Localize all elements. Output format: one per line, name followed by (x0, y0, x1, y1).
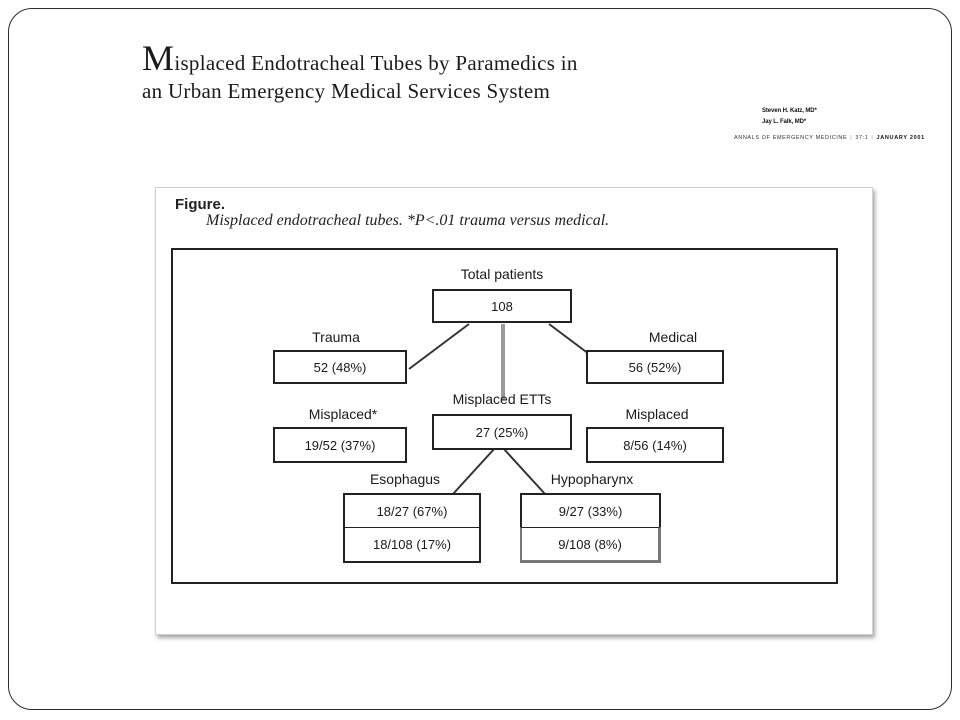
paper-title: Misplaced Endotracheal Tubes by Paramedi… (142, 40, 578, 105)
journal-name: ANNALS OF EMERGENCY MEDICINE (734, 135, 848, 141)
node-box-hypopharynx-total: 9/108 (8%) (520, 527, 661, 563)
node-label-trauma-misplaced: Misplaced* (308, 406, 378, 422)
connector-misplaced-esophagus (452, 447, 496, 495)
node-label-esophagus: Esophagus (369, 471, 441, 487)
node-box-total: 108 (432, 289, 572, 323)
figure-label: Figure. (175, 196, 226, 213)
figure-panel: Figure. Misplaced endotracheal tubes. *P… (155, 187, 873, 635)
node-label-medical: Medical (648, 329, 698, 345)
connector-misplaced-hypopharynx (502, 447, 546, 495)
node-label-total: Total patients (460, 266, 544, 282)
author-2: Jay L. Falk, MD* (762, 119, 807, 125)
title-line-1: isplaced Endotracheal Tubes by Paramedic… (174, 51, 578, 75)
connector-total-trauma (408, 323, 470, 370)
citation-separator: | (871, 135, 874, 141)
flowchart-connectors (408, 323, 610, 495)
node-box-trauma-misplaced: 19/52 (37%) (273, 427, 407, 463)
figure-caption: Misplaced endotracheal tubes. *P<.01 tra… (206, 212, 610, 229)
node-box-trauma: 52 (48%) (273, 350, 407, 384)
node-box-medical: 56 (52%) (586, 350, 724, 384)
node-box-medical-misplaced: 8/56 (14%) (586, 427, 724, 463)
journal-volume: 37:1 (855, 135, 869, 141)
node-label-medical-misplaced: Misplaced (625, 406, 689, 422)
title-initial: M (142, 38, 175, 78)
node-label-misplaced-etts: Misplaced ETTs (452, 391, 552, 407)
citation-separator: | (850, 135, 853, 141)
journal-citation: ANNALS OF EMERGENCY MEDICINE|37:1|JANUAR… (734, 135, 925, 141)
node-label-trauma: Trauma (312, 329, 360, 345)
node-box-esophagus-fraction: 18/27 (67%) (343, 493, 481, 528)
title-line-2: an Urban Emergency Medical Services Syst… (142, 79, 551, 103)
node-box-esophagus-total: 18/108 (17%) (343, 527, 481, 563)
flowchart-frame: Total patients 108 Trauma 52 (48%) Medic… (171, 248, 838, 584)
node-box-hypopharynx-fraction: 9/27 (33%) (520, 493, 661, 528)
journal-date: JANUARY 2001 (876, 135, 925, 141)
node-box-misplaced-etts: 27 (25%) (432, 414, 572, 450)
author-1: Steven H. Katz, MD* (762, 108, 817, 114)
node-label-hypopharynx: Hypopharynx (550, 471, 634, 487)
